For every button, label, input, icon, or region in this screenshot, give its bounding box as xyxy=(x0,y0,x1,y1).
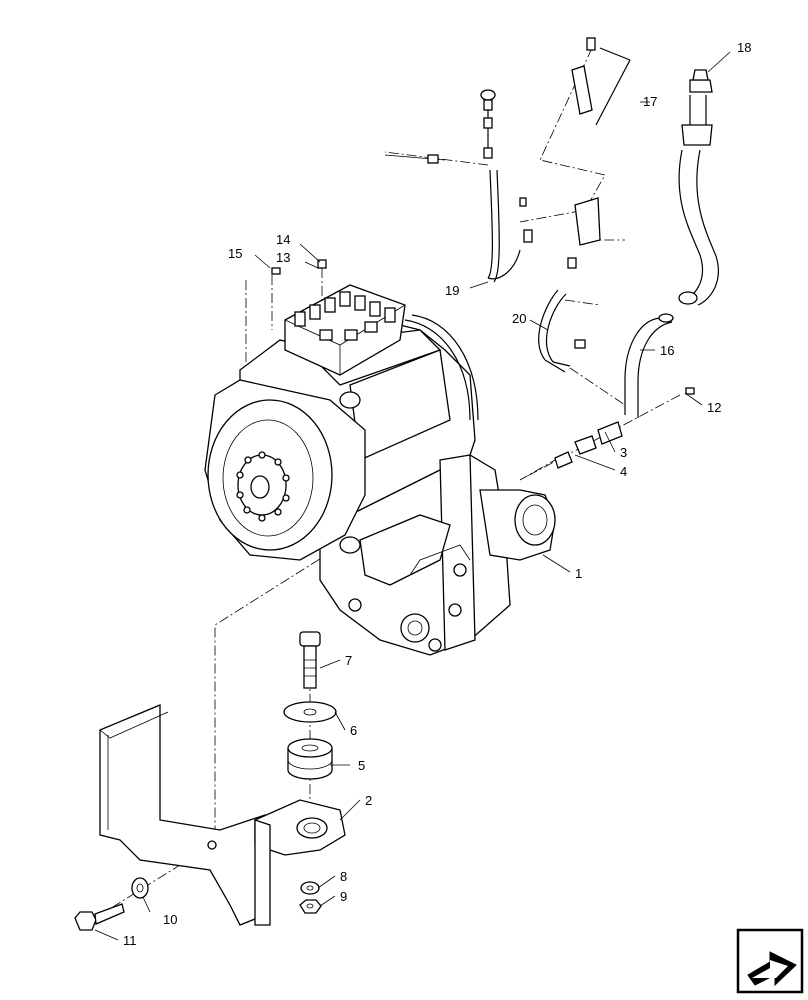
leader-lines xyxy=(94,51,731,941)
callout-20: 20 xyxy=(512,311,526,326)
clamp-3-4 xyxy=(554,421,623,469)
small-hardware xyxy=(271,154,695,395)
control-valve xyxy=(284,284,406,376)
callout-5: 5 xyxy=(358,758,365,773)
callout-15: 15 xyxy=(228,246,242,261)
hose-19 xyxy=(480,89,521,283)
callout-10: 10 xyxy=(163,912,177,927)
callout-11: 11 xyxy=(123,933,137,948)
callout-19: 19 xyxy=(445,283,459,298)
next-page-arrow-icon[interactable] xyxy=(736,928,804,994)
callout-7: 7 xyxy=(345,653,352,668)
callout-12: 12 xyxy=(707,400,721,415)
bracket-17 xyxy=(571,37,631,246)
breather-hose-16-18 xyxy=(624,69,719,418)
transmission-housing xyxy=(204,314,556,656)
washer-6 xyxy=(283,701,337,723)
callout-9: 9 xyxy=(340,889,347,904)
bolt-11 xyxy=(74,903,125,931)
mount-bracket-2 xyxy=(254,799,346,926)
callout-3: 3 xyxy=(620,445,627,460)
nut-9 xyxy=(299,899,322,914)
mounting-bracket-plate xyxy=(99,704,266,926)
callout-4: 4 xyxy=(620,464,627,479)
callout-13: 13 xyxy=(276,250,290,265)
callout-8: 8 xyxy=(340,869,347,884)
callout-18: 18 xyxy=(737,40,751,55)
flywheel-bolt-ring xyxy=(236,451,290,522)
hose-20 xyxy=(538,257,586,373)
washer-10 xyxy=(131,877,149,899)
isolator-5 xyxy=(287,738,333,780)
bolt-7 xyxy=(299,631,321,689)
callout-1: 1 xyxy=(575,566,582,581)
callout-16: 16 xyxy=(660,343,674,358)
washer-8 xyxy=(300,881,320,895)
callout-2: 2 xyxy=(365,793,372,808)
callout-14: 14 xyxy=(276,232,290,247)
callout-6: 6 xyxy=(350,723,357,738)
callout-17: 17 xyxy=(643,94,657,109)
callout-labels: 1 2 3 4 5 6 7 8 9 10 11 12 13 14 15 16 1… xyxy=(123,40,751,948)
